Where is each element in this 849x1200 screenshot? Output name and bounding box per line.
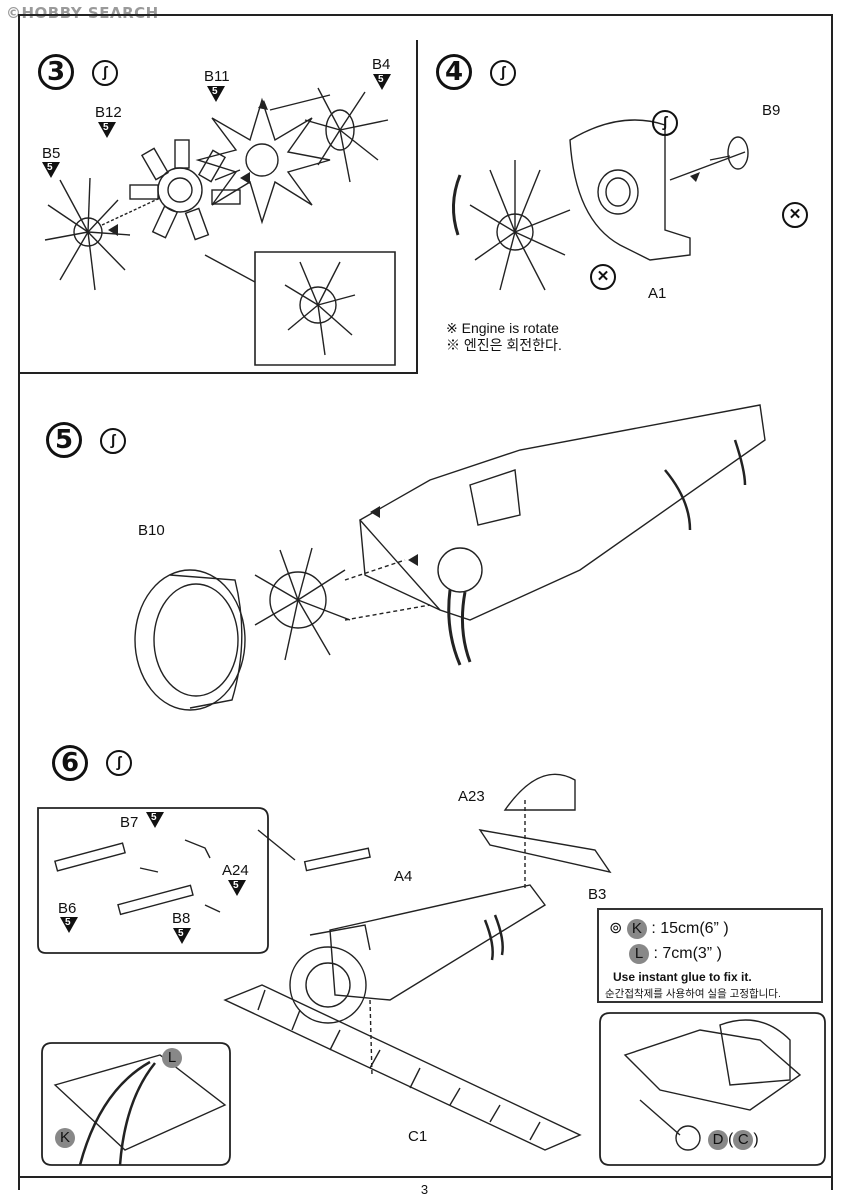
glue-icon: ʃ <box>652 110 678 136</box>
decal-marker: 5 <box>173 928 191 944</box>
decal-marker: 5 <box>207 86 225 102</box>
step6-number: 6 <box>52 745 88 781</box>
step3-number: 3 <box>38 54 74 90</box>
lower-wing-c1 <box>223 984 582 1151</box>
part-label-b3: B3 <box>588 886 607 903</box>
part-label-a24: A24 <box>222 862 249 879</box>
rigging-l-row: L : 7cm(3” ) <box>629 944 722 964</box>
part-label-c1: C1 <box>408 1128 428 1145</box>
no-glue-icon: ✕ <box>590 264 616 290</box>
engine-note-en: ※ Engine is rotate <box>446 320 559 336</box>
glue-icon: ʃ <box>490 60 516 86</box>
page-top-border <box>18 14 833 16</box>
step4-number: 4 <box>436 54 472 90</box>
step5-number: 5 <box>46 422 82 458</box>
gun-assembly-inset <box>54 839 221 916</box>
decal-marker: 5 <box>60 917 78 933</box>
engine-part-b4 <box>304 87 389 183</box>
rigging-info-box: ⊚ K : 15cm(6” ) L : 7cm(3” ) Use instant… <box>597 908 823 1003</box>
fuselage-step6 <box>309 884 547 1001</box>
cowling-step6 <box>289 946 367 1024</box>
page-number: 3 <box>420 1182 429 1197</box>
part-label-b4: B4 <box>372 56 391 73</box>
decal-marker: 5 <box>228 880 246 896</box>
part-label-b8: B8 <box>172 910 191 927</box>
decal-marker: 5 <box>42 162 60 178</box>
page-frame <box>18 14 833 1190</box>
engine-part-b11 <box>195 97 331 225</box>
step-divider <box>416 40 418 372</box>
glue-icon: ʃ <box>92 60 118 86</box>
thread-k-badge: K <box>626 919 647 939</box>
thread-spool-icon: ⊚ <box>609 920 623 937</box>
decal-marker: 5 <box>98 122 116 138</box>
thread-k-callout: K <box>55 1128 75 1148</box>
gun-assembly-main <box>303 847 371 872</box>
engine-step5 <box>254 547 351 661</box>
no-glue-icon: ✕ <box>782 202 808 228</box>
thread-dc-callout: D(C) <box>708 1130 759 1150</box>
fuselage-step5 <box>358 404 766 666</box>
part-label-b7: B7 <box>120 814 139 831</box>
watermark: ©HOBBY SEARCH <box>6 4 159 22</box>
tail-a23-b3 <box>478 773 612 890</box>
part-label-b12: B12 <box>95 104 122 121</box>
step3-bottom-border <box>18 372 418 374</box>
page-bottom-border <box>18 1176 833 1178</box>
engine-rotating <box>469 160 571 291</box>
part-label-b6: B6 <box>58 900 77 917</box>
part-label-a1: A1 <box>648 285 667 302</box>
thread-l-length: : 7cm(3” ) <box>653 945 722 962</box>
glue-icon: ʃ <box>100 428 126 454</box>
part-label-b11: B11 <box>204 68 230 85</box>
decal-marker: 5 <box>146 812 164 828</box>
decal-marker: 5 <box>373 74 391 90</box>
part-label-b5: B5 <box>42 145 61 162</box>
cowling-b10 <box>134 569 246 711</box>
part-label-a4: A4 <box>394 868 413 885</box>
glue-instruction-ko: 순간접착제를 사용하여 실을 고정합니다. <box>605 988 781 1000</box>
rigging-k-row: ⊚ K : 15cm(6” ) <box>609 918 729 939</box>
part-label-b10: B10 <box>138 522 165 539</box>
part-label-a23: A23 <box>458 788 485 805</box>
part-label-b9: B9 <box>762 102 781 119</box>
engine-part-b5 <box>44 177 131 291</box>
glue-icon: ʃ <box>106 750 132 776</box>
glue-instruction-en: Use instant glue to fix it. <box>613 970 752 984</box>
engine-note-ko: ※ 엔진은 회전한다. <box>446 337 562 353</box>
thread-l-badge: L <box>629 944 649 964</box>
engine-assembled-inset <box>284 261 356 356</box>
thread-l-callout: L <box>162 1048 182 1068</box>
thread-k-length: : 15cm(6” ) <box>651 920 729 937</box>
